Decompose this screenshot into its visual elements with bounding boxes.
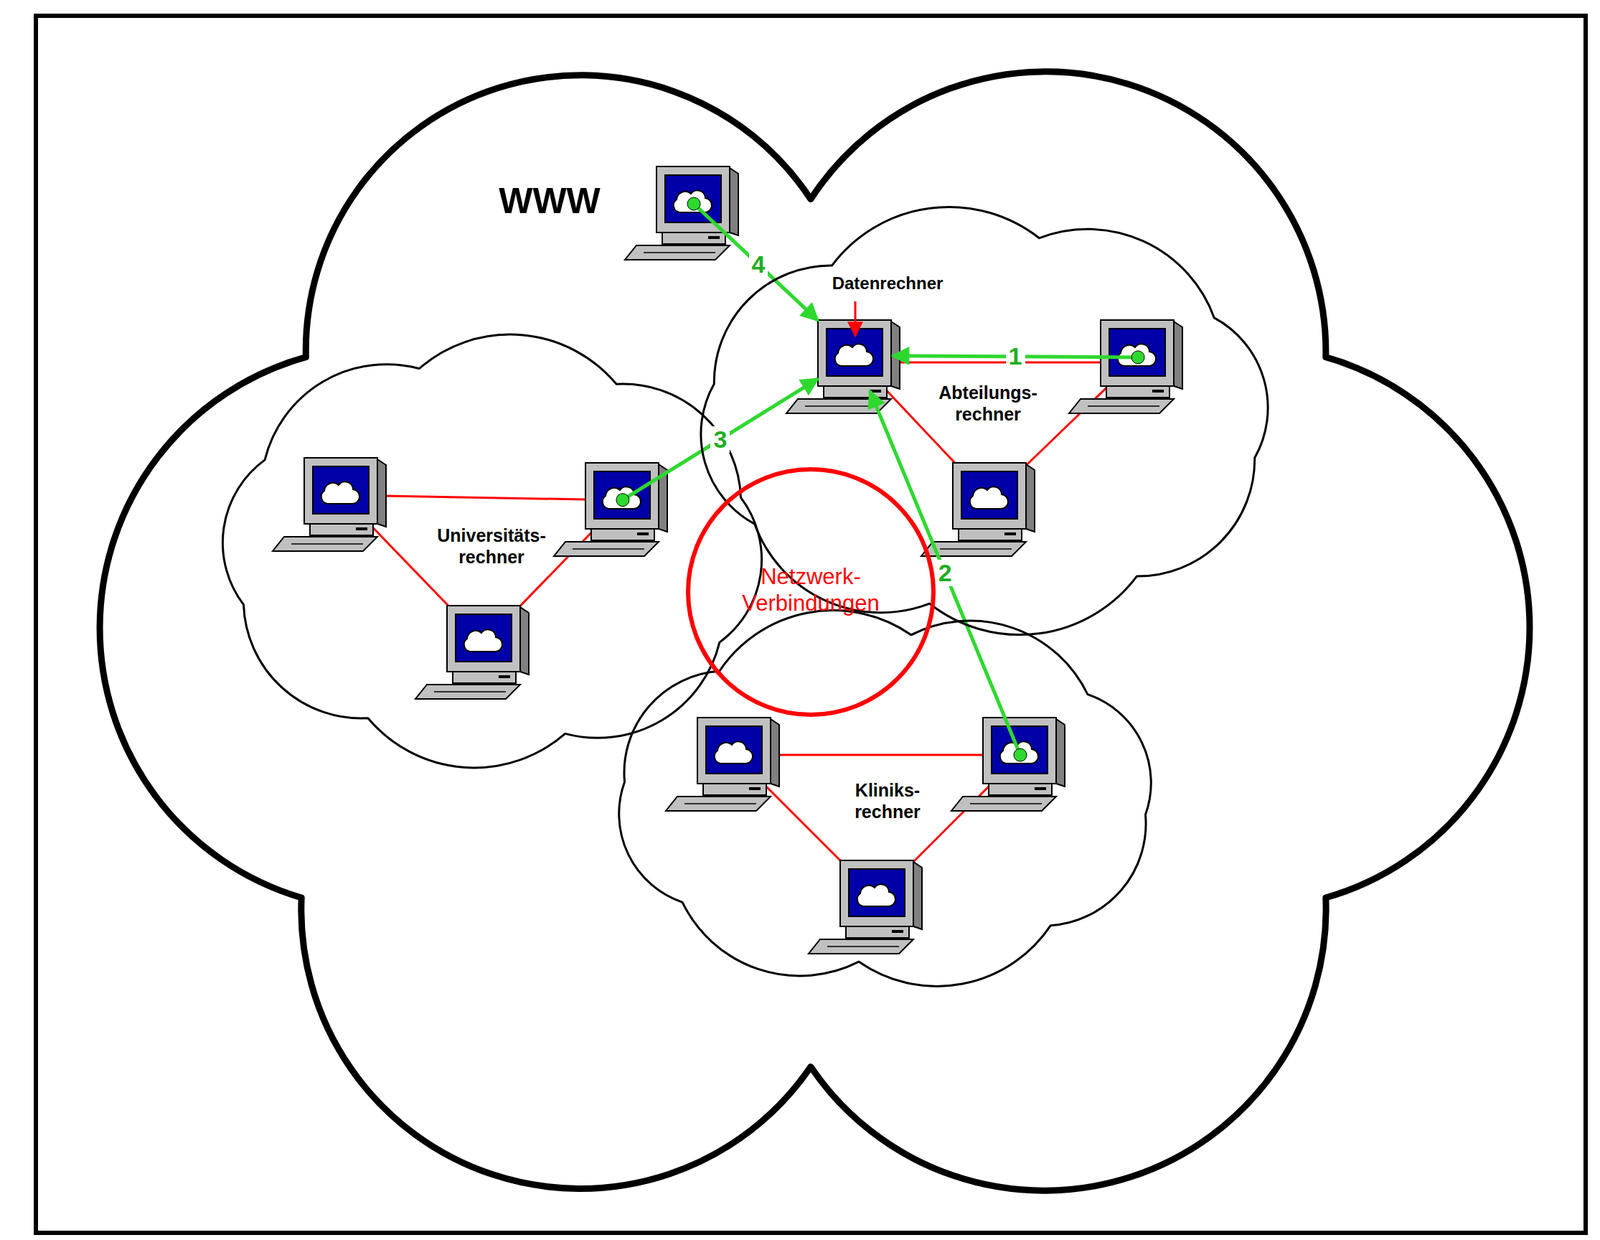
data-arrow — [687, 197, 818, 321]
cloud-label: Abteilungs- rechner — [938, 381, 1038, 425]
arrow-line — [892, 355, 1138, 358]
arrow-origin-dot — [1013, 748, 1027, 762]
network-cloud: Universitäts- rechner — [188, 316, 796, 786]
computer-icon — [951, 717, 1065, 811]
computer-icon — [921, 462, 1035, 557]
computer-icon — [1069, 320, 1183, 414]
callout-number: 4 — [749, 251, 769, 278]
computer-icon — [808, 860, 922, 954]
computer-icon — [665, 717, 780, 811]
www-cloud: WWW Abteilungs- rechner DatenrechnerUniver… — [81, 96, 1567, 1209]
computer-icon — [553, 462, 668, 557]
computer-icon — [624, 166, 739, 260]
frame — [35, 15, 1586, 1233]
computers — [272, 166, 1183, 954]
cloud-outline — [700, 206, 1268, 635]
data-arrow — [892, 350, 1145, 364]
network-cloud: Kliniks- rechner — [581, 591, 1189, 1005]
network-links — [341, 357, 1138, 898]
network-circle: Netzwerk- Verbindungen — [685, 467, 936, 717]
arrow-line — [693, 203, 818, 321]
callout-number: 1 — [1005, 342, 1026, 370]
callout-number: 2 — [935, 559, 955, 587]
circle-label: Netzwerk- Verbindungen — [741, 563, 879, 617]
cloud-label: Universitäts- rechner — [436, 524, 546, 568]
arrow-origin-dot — [687, 197, 701, 211]
cloud-label: WWW — [498, 179, 601, 223]
arrow-origin-dot — [1131, 350, 1145, 364]
pointer-arrow — [854, 301, 857, 336]
callout-number: 3 — [710, 426, 730, 453]
www-cloud-outline — [81, 96, 1567, 1209]
cloud-outline — [99, 71, 1530, 1191]
circle-outline — [688, 469, 934, 715]
computer-node: Datenrechner — [817, 320, 893, 392]
arrow-line — [870, 391, 1021, 755]
cloud-outline — [619, 610, 1152, 987]
arrow-line — [622, 378, 818, 501]
computer-icon — [272, 457, 387, 552]
arrow-origin-dot — [616, 493, 630, 507]
cloud-outline — [222, 334, 762, 768]
data-arrow — [870, 391, 1028, 762]
computer-icon — [786, 320, 900, 414]
computer-label: Datenrechner — [832, 273, 944, 295]
computer-icon — [415, 605, 529, 699]
cloud-label: Kliniks- rechner — [854, 779, 921, 823]
